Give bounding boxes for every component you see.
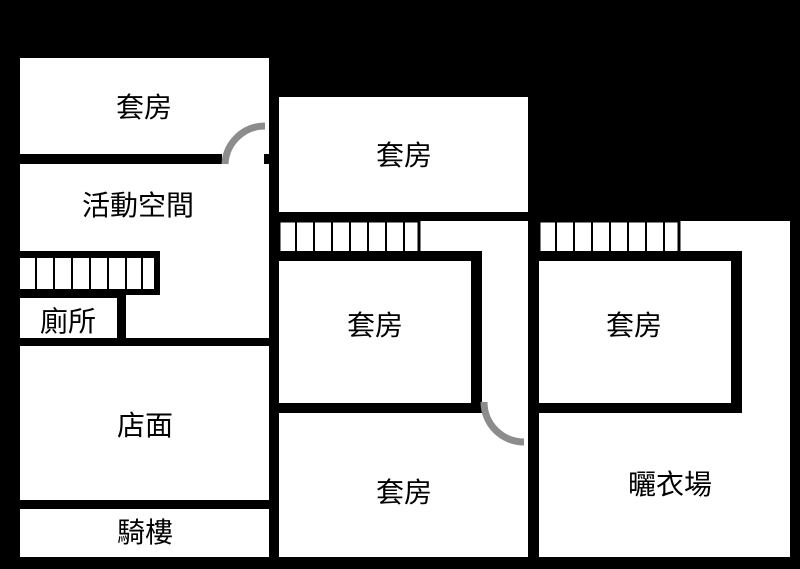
wall-1f-suite-activity — [20, 154, 222, 164]
door-swing-1f — [221, 122, 266, 165]
room-23f-suite-mid: 套房 — [346, 309, 404, 342]
wall-1f-toilet-shop — [20, 338, 269, 346]
room-4f-suite: 套房 — [605, 309, 663, 342]
door-gap-post — [264, 154, 269, 164]
door-swing-23f — [480, 401, 525, 446]
room-1f-toilet: 廁所 — [39, 305, 97, 338]
wall-23f-top-suite — [279, 212, 528, 221]
stair-23f-treads — [295, 221, 405, 251]
stair-4f-treads — [555, 221, 665, 251]
room-1f-shop: 店面 — [116, 409, 174, 442]
wall-1f-shop-arcade — [20, 500, 269, 509]
stair-1f-inner — [20, 258, 154, 289]
room-23f-suite-bottom: 套房 — [375, 476, 433, 509]
room-1f-activity: 活動空間 — [81, 189, 195, 222]
floor-label-1f: 1F — [124, 12, 172, 52]
room-1f-arcade: 騎樓 — [116, 516, 174, 549]
suite-23f-mid-interior — [279, 261, 471, 403]
room-4f-laundry: 曬衣場 — [627, 468, 713, 501]
room-1f-suite: 套房 — [115, 91, 173, 124]
floor-label-23f: 2.3F — [366, 12, 450, 52]
floor-label-4f: 4F — [658, 12, 706, 52]
suite-4f-interior — [539, 261, 731, 403]
watermark: 中 屋 — [392, 265, 472, 305]
room-23f-suite-top: 套房 — [375, 139, 433, 172]
toilet-interior — [20, 298, 117, 339]
stair-1f-treads — [35, 258, 143, 289]
